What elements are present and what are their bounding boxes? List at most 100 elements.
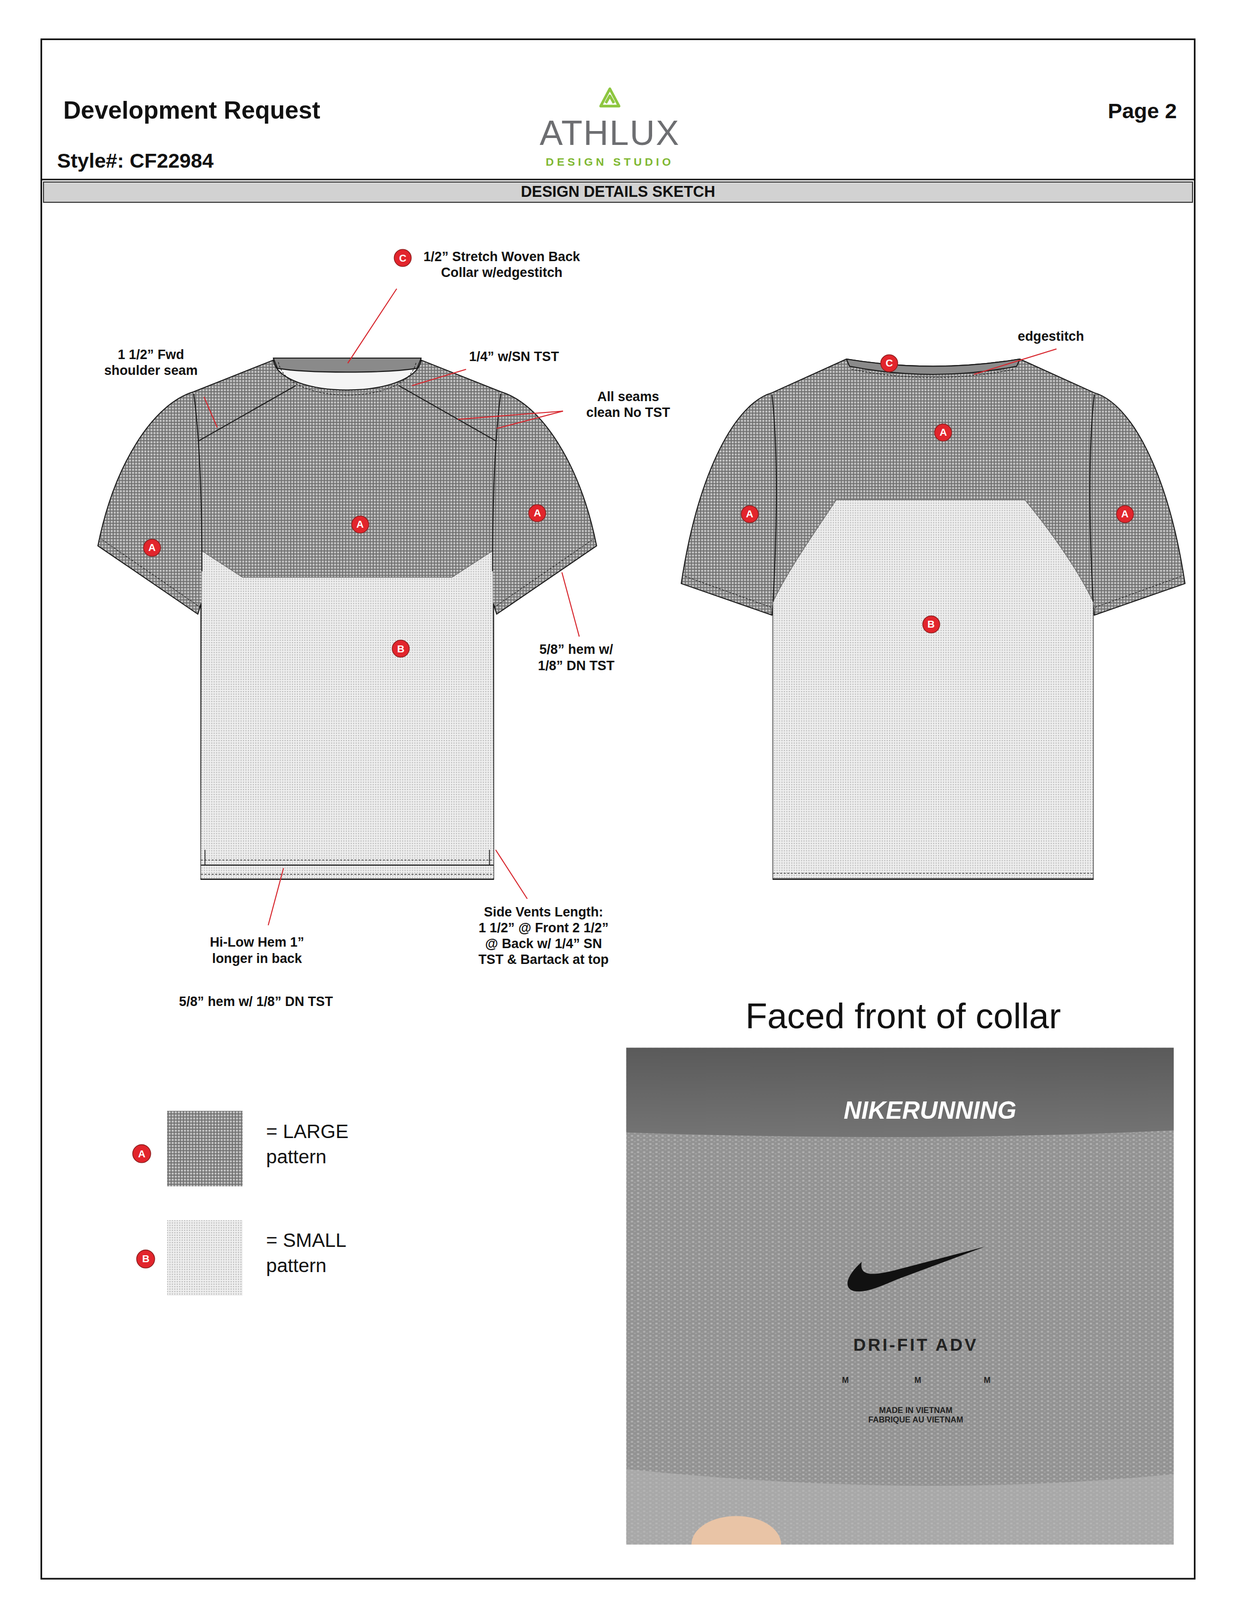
marker-letter: B — [397, 643, 405, 655]
shoulder-seam — [198, 385, 296, 441]
sheet-title: Development Request — [63, 95, 321, 125]
legend-swatch — [167, 1110, 243, 1187]
back-body — [681, 358, 1186, 880]
marker-letter: A — [939, 427, 948, 438]
side-vent — [205, 849, 490, 865]
marker-letter: A — [746, 508, 754, 520]
marker-circle — [529, 504, 547, 522]
callout-note: 1/2” Stretch Woven Back Collar w/edgesti… — [399, 248, 605, 281]
callout-marker: A — [142, 538, 162, 557]
photo-brand-text: NIKERUNNING — [787, 1095, 1073, 1125]
hem-stitch — [773, 872, 1094, 874]
leader-line — [562, 572, 580, 637]
front-body — [97, 359, 597, 880]
shoulder-seam — [398, 385, 496, 441]
marker-circle — [394, 249, 412, 267]
section-band: DESIGN DETAILS SKETCH — [43, 181, 1194, 203]
marker-letter: B — [927, 618, 935, 630]
leader-line — [973, 348, 1057, 375]
logo-mark — [600, 88, 619, 106]
callout-marker: C — [393, 248, 412, 267]
legend-swatch — [167, 1219, 243, 1296]
callout-marker: B — [391, 639, 410, 658]
marker-circle — [392, 640, 410, 658]
marker-circle — [922, 615, 940, 633]
brand-logo: ATHLUX — [539, 112, 681, 154]
photo-finger — [691, 1515, 782, 1545]
marker-letter: A — [533, 507, 542, 519]
leader-line — [495, 849, 528, 899]
photo-label-text: DRI-FIT ADV — [803, 1333, 1028, 1355]
panel-seam — [201, 550, 493, 578]
photo-collar-band — [626, 1047, 1175, 1137]
leader-line — [411, 369, 466, 386]
legend-swatch — [167, 1219, 243, 1296]
back-garment-sketch — [681, 358, 1186, 880]
callout-marker: B — [922, 615, 941, 634]
sleeve-hem-stitch — [1093, 575, 1181, 608]
leader-lines — [204, 288, 1057, 926]
leader-line — [496, 410, 564, 429]
marker-letter: C — [885, 357, 893, 369]
photo-tone — [626, 1047, 1175, 1545]
marker-circle — [136, 1249, 155, 1268]
marker-letter: A — [137, 1148, 146, 1159]
sleeve-hem-stitch — [685, 575, 773, 608]
size-mark: M — [835, 1374, 856, 1385]
marker-circle — [351, 515, 369, 533]
callout-note: edgestitch — [1017, 328, 1085, 345]
leader-line — [204, 396, 218, 428]
back-collar — [846, 358, 1020, 375]
size-mark: M — [976, 1374, 998, 1385]
brand-swoosh — [847, 1246, 985, 1292]
origin-text: MADE IN VIETNAM FABRIQUE AU VIETNAM — [839, 1405, 993, 1423]
callout-note: All seams clean No TST — [564, 388, 693, 421]
callout-marker: A — [933, 423, 953, 442]
armhole-seam — [1090, 394, 1095, 602]
legend-text: = SMALL pattern — [265, 1227, 374, 1279]
hem-stitch — [200, 873, 494, 875]
back-small-panel — [773, 499, 1094, 879]
photo-fabric — [626, 1047, 1175, 1545]
callout-marker: C — [880, 353, 899, 373]
page-number: Page 2 — [1107, 98, 1178, 125]
callout-note: 5/8” hem w/ 1/8” DN TST — [520, 641, 633, 673]
header-rule — [41, 178, 1195, 181]
page-border — [41, 39, 1195, 1579]
callout-note: Side Vents Length: 1 1/2” @ Front 2 1/2”… — [467, 903, 620, 968]
armhole-seam — [771, 394, 777, 602]
front-small-panel — [200, 550, 494, 879]
marker-letter: B — [142, 1253, 150, 1264]
callout-note: 1/4” w/SN TST — [469, 348, 560, 365]
marker-letter: A — [148, 542, 156, 553]
callout-note: 1 1/2” Fwd shoulder seam — [92, 346, 210, 379]
callout-marker: A — [132, 1143, 152, 1163]
callout-marker: B — [135, 1248, 156, 1269]
neck-topstitch — [278, 361, 416, 396]
legend-swatch — [167, 1110, 243, 1187]
marker-circle — [132, 1144, 151, 1163]
band-heading: DESIGN DETAILS SKETCH — [520, 184, 715, 200]
marker-circle — [143, 538, 161, 557]
collar-edgestitch — [851, 369, 1015, 378]
legend-text: = LARGE pattern — [265, 1118, 374, 1170]
front-garment-sketch — [97, 357, 597, 880]
marker-circle — [880, 354, 898, 372]
marker-letter: A — [356, 519, 364, 530]
sleeve-hem-stitch — [494, 539, 593, 607]
armhole-seam — [492, 393, 501, 572]
callout-marker: A — [1115, 504, 1135, 524]
leader-line — [347, 288, 397, 364]
marker-letter: C — [398, 253, 407, 264]
sheet-frame — [41, 39, 1195, 1579]
marker-letter: A — [1121, 508, 1129, 520]
leader-line — [268, 867, 284, 926]
collar-photo — [626, 1047, 1175, 1545]
callout-note: 5/8” hem w/ 1/8” DN TST — [102, 993, 409, 1010]
style-number: Style#: CF22984 — [57, 148, 214, 174]
callout-marker: A — [351, 515, 370, 534]
callout-marker: A — [528, 503, 547, 523]
back-collar — [273, 357, 422, 372]
